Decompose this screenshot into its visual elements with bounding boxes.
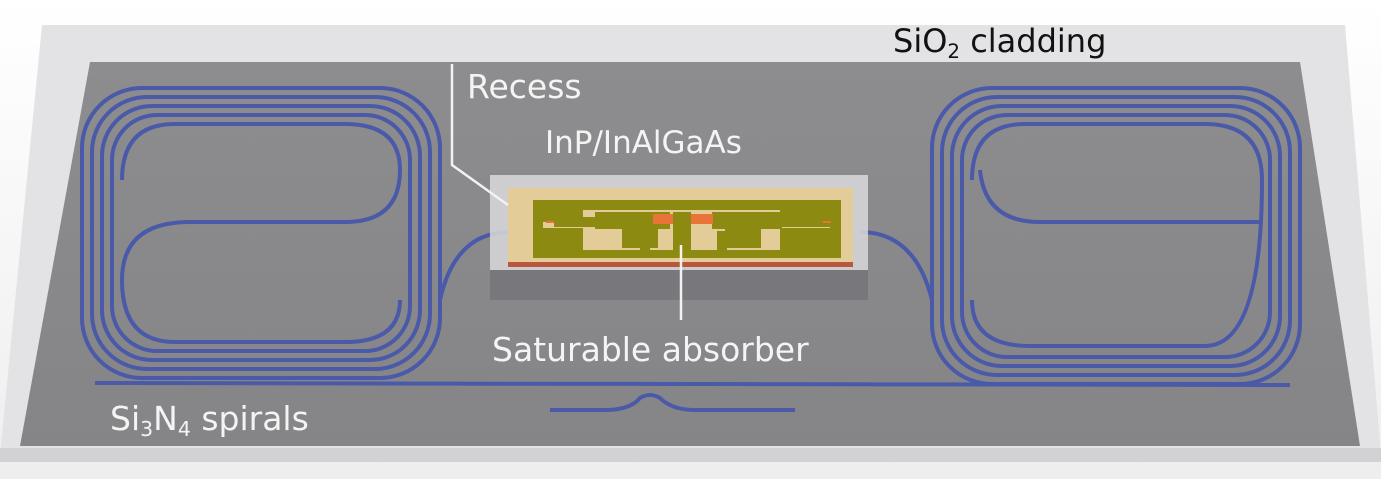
- label-saturable-absorber: Saturable absorber: [492, 330, 809, 369]
- right-taper-waveguide: [859, 230, 934, 301]
- cladding-front-edge: [0, 448, 1381, 462]
- inp-chip: [490, 175, 868, 300]
- absorber-section: [653, 214, 673, 224]
- left-spiral: [80, 86, 442, 380]
- recess-leader-line: [450, 64, 509, 207]
- bus-waveguide: [94, 381, 1291, 387]
- label-sio2-cladding: SiO2 cladding: [893, 22, 1107, 63]
- output-coupler: [550, 393, 795, 412]
- label-si3n4-spirals: Si3N4 spirals: [110, 399, 309, 442]
- label-chip-material: InP/InAlGaAs: [545, 125, 742, 161]
- label-recess: Recess: [467, 67, 582, 106]
- waveguides: [80, 86, 1302, 412]
